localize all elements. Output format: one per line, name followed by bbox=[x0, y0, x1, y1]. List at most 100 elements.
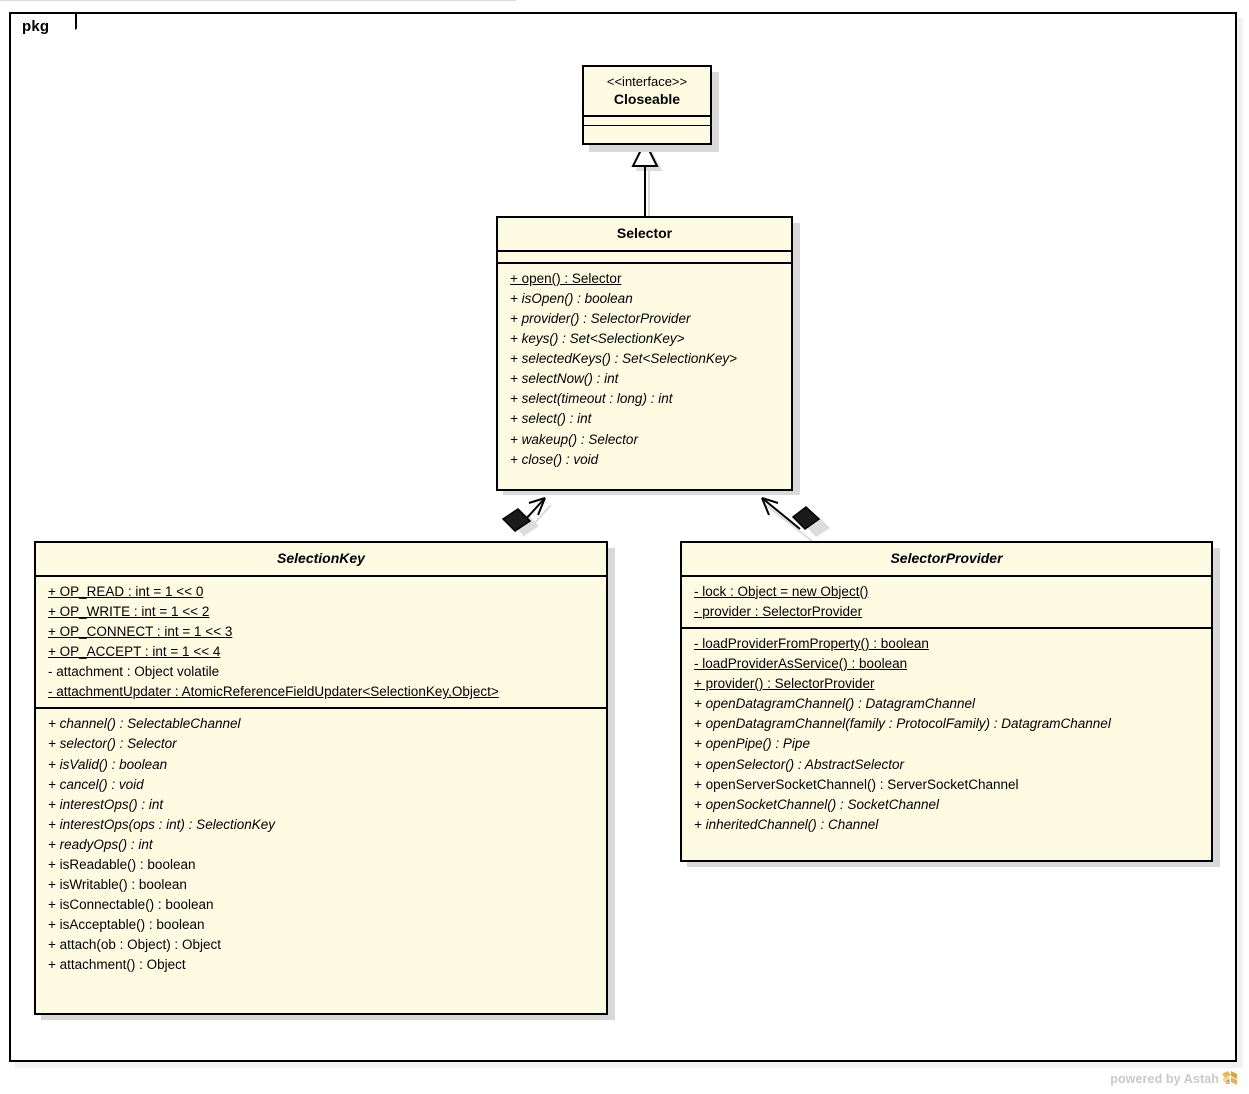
class-feature: - loadProviderAsService() : boolean bbox=[682, 654, 1211, 674]
closeable-attributes bbox=[584, 117, 710, 125]
class-box-selectionkey[interactable]: SelectionKey + OP_READ : int = 1 << 0+ O… bbox=[34, 541, 608, 1015]
class-feature-text: + provider() : SelectorProvider bbox=[694, 676, 875, 692]
class-feature: + isReadable() : boolean bbox=[36, 855, 606, 875]
class-feature: + selectNow() : int bbox=[498, 369, 791, 389]
closeable-title: <<interface>> Closeable bbox=[584, 67, 710, 115]
class-feature-text: + selectNow() : int bbox=[510, 371, 619, 387]
class-feature: + readyOps() : int bbox=[36, 835, 606, 855]
class-feature: + openPipe() : Pipe bbox=[682, 734, 1211, 754]
class-feature: + channel() : SelectableChannel bbox=[36, 714, 606, 734]
class-feature-text: + interestOps(ops : int) : SelectionKey bbox=[48, 816, 275, 832]
class-feature-text: + selectedKeys() : Set<SelectionKey> bbox=[510, 351, 738, 367]
class-feature: - loadProviderFromProperty() : boolean bbox=[682, 634, 1211, 654]
selectionkey-operations: + channel() : SelectableChannel + selecto… bbox=[36, 709, 606, 980]
class-feature: + keys() : Set<SelectionKey> bbox=[498, 329, 791, 349]
class-box-selectorprovider[interactable]: SelectorProvider - lock : Object = new O… bbox=[680, 541, 1213, 862]
astah-logo-icon: a bbox=[1222, 1071, 1237, 1086]
class-feature: + isWritable() : boolean bbox=[36, 875, 606, 895]
class-feature-text: + wakeup() : Selector bbox=[510, 431, 638, 447]
closeable-stereotype: <<interface>> bbox=[606, 74, 688, 89]
class-feature: + OP_ACCEPT : int = 1 << 4 bbox=[36, 642, 606, 662]
closeable-name: Closeable bbox=[613, 90, 681, 107]
class-feature: + wakeup() : Selector bbox=[498, 429, 791, 449]
class-feature-text: - lock : Object = new Object() bbox=[694, 583, 869, 599]
class-feature-text: + openSelector() : AbstractSelector bbox=[694, 756, 904, 772]
class-feature-text: + open() : Selector bbox=[510, 270, 622, 286]
class-box-selector[interactable]: Selector + open() : Selector + isOpen() :… bbox=[496, 216, 793, 491]
class-feature: + attach(ob : Object) : Object bbox=[36, 935, 606, 955]
selector-attributes bbox=[498, 252, 791, 262]
class-feature-text: + openDatagramChannel(family : ProtocolF… bbox=[694, 716, 1111, 732]
class-feature: + isOpen() : boolean bbox=[498, 289, 791, 309]
class-feature: + attachment() : Object bbox=[36, 955, 606, 975]
class-feature: + inheritedChannel() : Channel bbox=[682, 815, 1211, 835]
class-feature: + OP_WRITE : int = 1 << 2 bbox=[36, 602, 606, 622]
closeable-operations bbox=[584, 126, 710, 134]
class-feature-text: + cancel() : void bbox=[48, 776, 144, 792]
selectorprovider-name: SelectorProvider bbox=[890, 550, 1003, 566]
class-feature: + isValid() : boolean bbox=[36, 754, 606, 774]
selectorprovider-attributes: - lock : Object = new Object() - provider… bbox=[682, 577, 1211, 627]
class-feature: + cancel() : void bbox=[36, 774, 606, 794]
class-feature-text: + keys() : Set<SelectionKey> bbox=[510, 331, 685, 347]
class-feature-text: + select(timeout : long) : int bbox=[510, 391, 673, 407]
svg-text:a: a bbox=[1226, 1079, 1230, 1086]
class-feature-text: - attachment : Object volatile bbox=[48, 664, 220, 680]
class-feature-text: + isValid() : boolean bbox=[48, 756, 168, 772]
class-feature: + close() : void bbox=[498, 449, 791, 469]
class-feature: + openSelector() : AbstractSelector bbox=[682, 754, 1211, 774]
class-feature: - attachment : Object volatile bbox=[36, 662, 606, 682]
class-feature-text: + select() : int bbox=[510, 411, 592, 427]
class-feature-text: + attach(ob : Object) : Object bbox=[48, 937, 221, 953]
class-feature-text: + interestOps() : int bbox=[48, 796, 164, 812]
class-feature-text: + isAcceptable() : boolean bbox=[48, 917, 205, 933]
class-feature-text: + isConnectable() : boolean bbox=[48, 897, 214, 913]
class-feature-text: - loadProviderAsService() : boolean bbox=[694, 656, 908, 672]
selectionkey-attributes: + OP_READ : int = 1 << 0 + OP_WRITE : int… bbox=[36, 577, 606, 708]
class-feature: + interestOps(ops : int) : SelectionKey bbox=[36, 815, 606, 835]
selectorprovider-operations: - loadProviderFromProperty() : boolean - … bbox=[682, 629, 1211, 840]
class-feature-text: + isWritable() : boolean bbox=[48, 877, 187, 893]
class-feature: + OP_READ : int = 1 << 0 bbox=[36, 582, 606, 602]
class-feature: + openSocketChannel() : SocketChannel bbox=[682, 794, 1211, 814]
class-feature: + isAcceptable() : boolean bbox=[36, 915, 606, 935]
class-feature: - provider : SelectorProvider bbox=[682, 602, 1211, 622]
selectorprovider-title: SelectorProvider bbox=[682, 543, 1211, 575]
class-feature-text: + attachment() : Object bbox=[48, 957, 186, 973]
class-feature: + open() : Selector bbox=[498, 269, 791, 289]
class-feature-text: + channel() : SelectableChannel bbox=[48, 716, 241, 732]
class-feature: + OP_CONNECT : int = 1 << 3 bbox=[36, 622, 606, 642]
class-feature: + interestOps() : int bbox=[36, 794, 606, 814]
selector-name: Selector bbox=[616, 225, 673, 241]
class-feature: + select(timeout : long) : int bbox=[498, 389, 791, 409]
class-feature: + selectedKeys() : Set<SelectionKey> bbox=[498, 349, 791, 369]
class-feature-text: - provider : SelectorProvider bbox=[694, 603, 863, 619]
class-feature: + openDatagramChannel() : DatagramChanne… bbox=[682, 694, 1211, 714]
class-feature: + openServerSocketChannel() : ServerSock… bbox=[682, 774, 1211, 794]
class-feature-text: + close() : void bbox=[510, 451, 599, 467]
class-feature-text: + selector() : Selector bbox=[48, 736, 177, 752]
class-feature: + provider() : SelectorProvider bbox=[498, 309, 791, 329]
class-feature-text: + isOpen() : boolean bbox=[510, 290, 633, 306]
class-feature-text: + openSocketChannel() : SocketChannel bbox=[694, 796, 940, 812]
watermark: powered by Astah a bbox=[1110, 1071, 1237, 1086]
class-feature-text: + readyOps() : int bbox=[48, 836, 153, 852]
class-feature-text: + OP_ACCEPT : int = 1 << 4 bbox=[48, 644, 221, 660]
class-feature-text: + OP_WRITE : int = 1 << 2 bbox=[48, 603, 210, 619]
class-feature-text: - attachmentUpdater : AtomicReferenceFie… bbox=[48, 684, 499, 700]
class-feature: + provider() : SelectorProvider bbox=[682, 674, 1211, 694]
class-feature-text: + provider() : SelectorProvider bbox=[510, 310, 691, 326]
class-feature: + isConnectable() : boolean bbox=[36, 895, 606, 915]
package-tab-label: pkg bbox=[22, 18, 50, 35]
class-feature-text: + inheritedChannel() : Channel bbox=[694, 816, 879, 832]
class-feature-text: + isReadable() : boolean bbox=[48, 857, 196, 873]
selector-title: Selector bbox=[498, 218, 791, 250]
class-feature: + selector() : Selector bbox=[36, 734, 606, 754]
class-feature: + select() : int bbox=[498, 409, 791, 429]
class-feature-text: + OP_CONNECT : int = 1 << 3 bbox=[48, 623, 233, 639]
class-feature-text: + OP_READ : int = 1 << 0 bbox=[48, 583, 204, 599]
class-box-closeable[interactable]: <<interface>> Closeable bbox=[582, 65, 712, 145]
class-feature: - attachmentUpdater : AtomicReferenceFie… bbox=[36, 682, 606, 702]
class-feature: + openDatagramChannel(family : ProtocolF… bbox=[682, 714, 1211, 734]
class-feature-text: + openServerSocketChannel() : ServerSock… bbox=[694, 776, 1019, 792]
